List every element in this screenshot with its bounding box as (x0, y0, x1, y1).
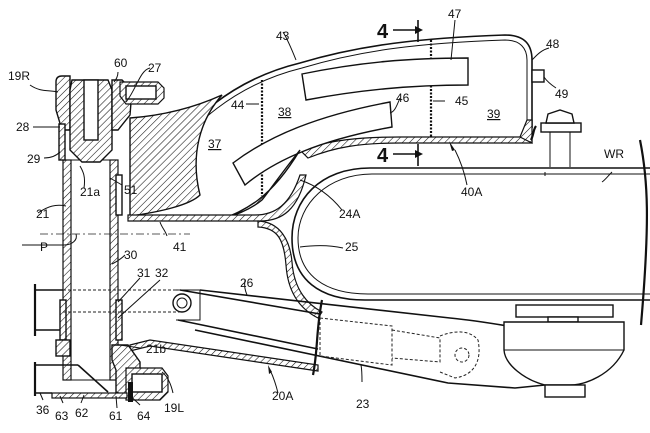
label-63: 63 (55, 409, 69, 423)
shock-absorber (503, 139, 649, 398)
reference-labels: 19R 60 27 28 29 21a 51 21 P 30 31 32 21b… (8, 7, 624, 423)
rear-wheel-WR (291, 167, 650, 301)
label-28: 28 (16, 120, 30, 134)
label-61: 61 (109, 409, 123, 423)
label-31: 31 (137, 266, 151, 280)
section-marker-bottom: 4 (377, 144, 423, 167)
leader-lines (22, 19, 613, 409)
label-49: 49 (555, 87, 569, 101)
label-19L: 19L (164, 401, 184, 415)
label-44: 44 (231, 98, 245, 112)
swing-arm (129, 289, 546, 389)
label-21b: 21b (146, 342, 166, 356)
label-39: 39 (487, 107, 501, 121)
label-62: 62 (75, 406, 89, 420)
upper-frame-box (149, 34, 582, 196)
label-P: P (40, 240, 48, 254)
label-30: 30 (124, 248, 138, 262)
label-WR: WR (604, 147, 624, 161)
label-51: 51 (124, 183, 138, 197)
label-27: 27 (148, 61, 162, 75)
wall-25 (257, 220, 323, 319)
label-20A: 20A (272, 389, 293, 403)
label-37: 37 (208, 137, 222, 151)
label-36: 36 (36, 403, 50, 417)
label-40A: 40A (461, 185, 482, 199)
label-60: 60 (114, 56, 128, 70)
web-24A (129, 94, 223, 217)
label-32: 32 (155, 266, 169, 280)
label-46: 46 (396, 91, 410, 105)
label-25: 25 (345, 240, 359, 254)
section-marker-top: 4 (377, 20, 423, 43)
svg-text:4: 4 (377, 145, 389, 167)
label-23: 23 (356, 397, 370, 411)
label-24A: 24A (339, 207, 360, 221)
label-47: 47 (448, 7, 462, 21)
label-45: 45 (455, 94, 469, 108)
label-26: 26 (240, 276, 254, 290)
label-43: 43 (276, 29, 290, 43)
label-29: 29 (27, 152, 41, 166)
label-38: 38 (278, 105, 292, 119)
label-48: 48 (546, 37, 560, 51)
label-64: 64 (137, 409, 151, 423)
svg-text:4: 4 (377, 21, 389, 43)
label-21: 21 (36, 207, 50, 221)
label-21a: 21a (80, 185, 100, 199)
label-41: 41 (173, 240, 187, 254)
label-19R: 19R (8, 69, 30, 83)
pivot-column (33, 75, 190, 402)
